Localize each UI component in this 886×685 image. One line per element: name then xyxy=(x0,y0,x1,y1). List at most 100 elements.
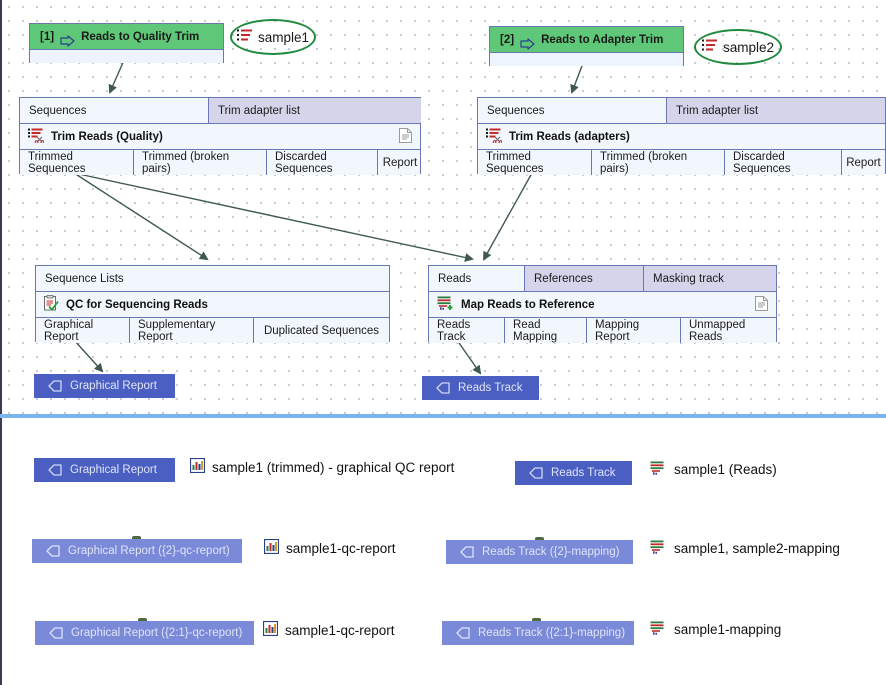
process-node-qc-for-sequencing-reads[interactable]: Sequence Lists QC for Sequencing Reads G… xyxy=(35,265,390,343)
output-port-duplicated-sequences[interactable]: Duplicated Sequences xyxy=(254,318,389,343)
input-node-reads-to-adapter-trim[interactable]: [2] Reads to Adapter Trim xyxy=(489,26,684,66)
output-port-trimmed-broken-pairs[interactable]: Trimmed (broken pairs) xyxy=(592,150,725,175)
output-port-report[interactable]: Report xyxy=(842,150,885,175)
output-port-reads-track[interactable]: Reads Track xyxy=(429,318,505,343)
output-node-reads-track[interactable]: Reads Track xyxy=(422,376,539,400)
port-label: Graphical Report xyxy=(44,318,94,343)
output-port-report[interactable]: Report xyxy=(378,150,422,175)
input-node-reads-to-quality-trim[interactable]: [1] Reads to Quality Trim xyxy=(29,23,224,63)
sequence-list-icon xyxy=(701,39,717,55)
input-port-references[interactable]: References xyxy=(525,266,644,291)
process-node-title: Trim Reads (Quality) xyxy=(51,130,163,143)
output-port-discarded-sequences[interactable]: Discarded Sequences xyxy=(725,150,842,175)
port-label: Report xyxy=(382,156,418,169)
result-node-reads-track-2[interactable]: Reads Track ({2}-mapping) xyxy=(446,540,633,564)
process-node-title: QC for Sequencing Reads xyxy=(66,298,208,311)
graphical-report-icon xyxy=(189,457,206,476)
output-port-mapping-report[interactable]: Mapping Report xyxy=(587,318,681,343)
port-label: Trimmed Sequences xyxy=(28,150,86,175)
output-port-trimmed-broken-pairs[interactable]: Trimmed (broken pairs) xyxy=(134,150,267,175)
process-node-title: Map Reads to Reference xyxy=(461,298,595,311)
output-port-trimmed-sequences[interactable]: Trimmed Sequences xyxy=(478,150,592,175)
input-node-body xyxy=(490,53,683,66)
result-node-graphical-report-1[interactable]: Graphical Report xyxy=(34,458,175,482)
map-reads-icon xyxy=(437,296,454,313)
result-node-label: Reads Track ({2:1}-mapping) xyxy=(478,627,626,639)
output-node-graphical-report[interactable]: Graphical Report xyxy=(34,374,175,398)
input-node-header: [2] Reads to Adapter Trim xyxy=(490,27,683,53)
port-label: Trim adapter list xyxy=(676,104,759,117)
output-pentagon-icon xyxy=(529,467,543,479)
result-node-reads-track-3[interactable]: Reads Track ({2:1}-mapping) xyxy=(442,621,634,645)
annotation-label: sample2 xyxy=(722,39,775,55)
port-label: Trimmed (broken pairs) xyxy=(142,150,230,175)
annotation-label: sample1 xyxy=(257,29,310,45)
input-port-sequence-lists[interactable]: Sequence Lists xyxy=(36,266,389,291)
input-node-index: [2] xyxy=(500,33,515,46)
graphical-report-icon xyxy=(262,620,279,639)
output-pentagon-icon xyxy=(48,464,62,476)
workflow-design-canvas[interactable]: [1] Reads to Quality Trim xyxy=(0,0,886,416)
port-label: Reads Track xyxy=(437,318,471,343)
input-node-header: [1] Reads to Quality Trim xyxy=(30,24,223,50)
process-node-trim-reads-adapters[interactable]: Sequences Trim adapter list xyxy=(477,97,886,175)
result-node-graphical-report-2[interactable]: Graphical Report ({2}-qc-report) xyxy=(32,539,242,563)
input-node-label: Reads to Quality Trim xyxy=(81,30,200,43)
result-item-3-right[interactable]: sample1-mapping xyxy=(650,621,781,638)
result-item-label: sample1-qc-report xyxy=(286,540,396,556)
input-port-sequences[interactable]: Sequences xyxy=(20,98,209,123)
process-node-title-bar: Map Reads to Reference xyxy=(429,292,776,318)
output-port-read-mapping[interactable]: Read Mapping xyxy=(505,318,587,343)
connector-pin xyxy=(138,618,147,623)
result-node-reads-track-1[interactable]: Reads Track xyxy=(515,461,632,485)
output-port-discarded-sequences[interactable]: Discarded Sequences xyxy=(267,150,378,175)
result-item-1-left[interactable]: sample1 (trimmed) - graphical QC report xyxy=(189,457,455,476)
output-port-unmapped-reads[interactable]: Unmapped Reads xyxy=(681,318,776,343)
input-node-index: [1] xyxy=(40,30,55,43)
output-pentagon-icon xyxy=(436,382,450,394)
process-node-title-bar: Trim Reads (adapters) xyxy=(478,124,885,150)
result-item-3-left[interactable]: sample1-qc-report xyxy=(262,620,395,639)
input-port-reads[interactable]: Reads xyxy=(429,266,525,291)
input-ports: Sequences Trim adapter list xyxy=(20,98,421,124)
input-port-sequences[interactable]: Sequences xyxy=(478,98,667,123)
port-label: Mapping Report xyxy=(595,318,640,343)
section-divider xyxy=(0,414,886,418)
report-page-icon[interactable] xyxy=(399,127,412,146)
reads-track-icon xyxy=(650,461,667,478)
output-ports: Trimmed Sequences Trimmed (broken pairs)… xyxy=(20,150,420,175)
result-item-2-left[interactable]: sample1-qc-report xyxy=(263,538,396,557)
result-item-1-right[interactable]: sample1 (Reads) xyxy=(650,461,777,478)
output-port-graphical-report[interactable]: Graphical Report xyxy=(36,318,130,343)
process-node-title-bar: Trim Reads (Quality) xyxy=(20,124,420,150)
input-port-masking-track[interactable]: Masking track xyxy=(644,266,776,291)
output-port-supplementary-report[interactable]: Supplementary Report xyxy=(130,318,254,343)
output-node-label: Graphical Report xyxy=(70,380,157,392)
process-node-map-reads-to-reference[interactable]: Reads References Masking track xyxy=(428,265,777,343)
result-item-2-right[interactable]: sample1, sample2-mapping xyxy=(650,540,840,557)
port-label: Read Mapping xyxy=(513,318,558,343)
input-port-trim-adapter-list[interactable]: Trim adapter list xyxy=(209,98,421,123)
result-node-label: Graphical Report xyxy=(70,464,157,476)
port-label: Supplementary Report xyxy=(138,318,216,343)
arrow-right-outline-icon xyxy=(520,34,535,50)
output-pentagon-icon xyxy=(46,545,60,557)
port-label: Sequences xyxy=(487,104,545,117)
connector-pin xyxy=(535,537,544,542)
process-node-trim-reads-quality[interactable]: Sequences Trim adapter list xyxy=(19,97,421,175)
port-label: Reads xyxy=(438,272,472,285)
output-ports: Reads Track Read Mapping Mapping Report … xyxy=(429,318,776,343)
result-node-graphical-report-3[interactable]: Graphical Report ({2:1}-qc-report) xyxy=(35,621,254,645)
output-port-trimmed-sequences[interactable]: Trimmed Sequences xyxy=(20,150,134,175)
input-port-trim-adapter-list[interactable]: Trim adapter list xyxy=(667,98,885,123)
result-item-label: sample1-mapping xyxy=(674,622,782,637)
input-ports: Reads References Masking track xyxy=(429,266,776,292)
report-page-icon[interactable] xyxy=(755,295,768,314)
port-label: Sequence Lists xyxy=(45,272,124,285)
port-label: Sequences xyxy=(29,104,87,117)
result-node-label: Graphical Report ({2}-qc-report) xyxy=(68,545,230,557)
output-pentagon-icon xyxy=(460,546,474,558)
port-label: Unmapped Reads xyxy=(689,318,746,343)
output-ports: Trimmed Sequences Trimmed (broken pairs)… xyxy=(478,150,885,175)
result-item-label: sample1 (trimmed) - graphical QC report xyxy=(212,459,455,475)
